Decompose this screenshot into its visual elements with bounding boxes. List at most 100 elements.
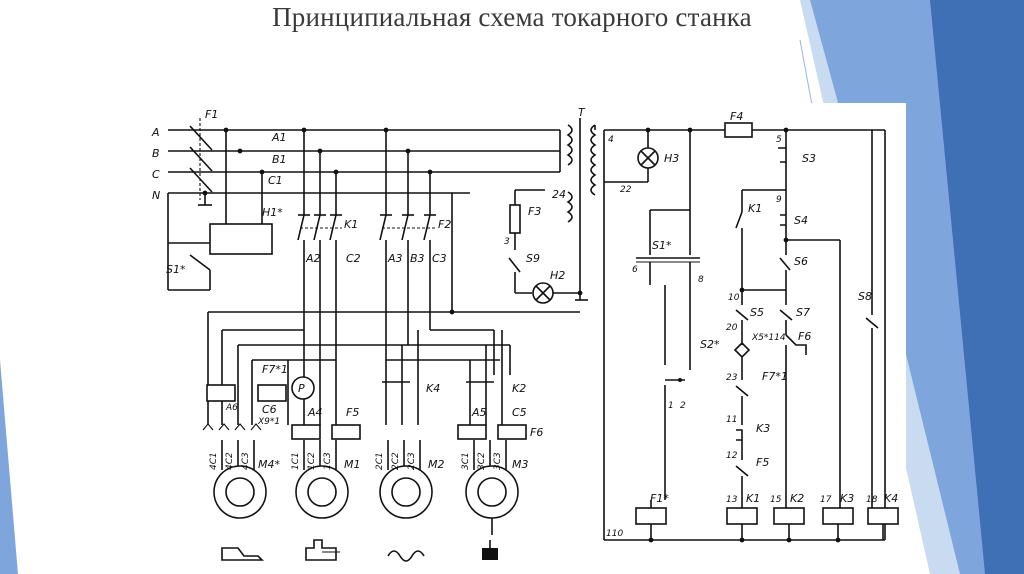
contactor-k2-power [379,130,436,360]
schematic-sheet [140,103,906,574]
label-c6: C6 [262,403,277,416]
label-1c1: 1C1 [291,452,301,470]
label-20: 20 [726,323,738,333]
label-f7-ctrl: F7*1 [762,370,788,383]
label-6: 6 [632,265,638,275]
label-a6: A6 [225,403,238,413]
label-b3: B3 [410,252,425,265]
motor-distribution [207,193,580,425]
wave-icon [387,550,425,562]
label-a5: A5 [471,406,487,419]
motor-leads [221,440,507,535]
label-b1: B1 [272,153,287,166]
label-phase-a: A [151,126,160,139]
label-h1: H1* [262,206,283,219]
label-1c3: 1C3 [323,452,333,470]
label-f4: F4 [730,110,743,123]
label-2c3: 2C3 [407,452,417,470]
label-k2-coil: K2 [790,492,804,505]
label-s5: S5 [750,306,764,319]
control-chain-right [648,130,899,543]
label-s1-left: S1* [166,263,186,276]
label-f3: F3 [528,205,541,218]
label-f1: F1 [205,108,218,121]
label-k1-coil: K1 [746,492,760,505]
label-15: 15 [770,495,782,505]
label-4c2: 4C2 [225,452,235,470]
label-k4-coil: K4 [884,492,898,505]
label-k1-ctrl: K1 [748,202,762,215]
label-k4-top: K4 [426,382,440,395]
label-3c2: 3C2 [477,452,487,470]
contactor-k1-power [297,127,342,360]
switch-s1-control [635,130,700,540]
label-4c3: 4C3 [241,452,251,470]
label-k3-coil: K3 [840,492,854,505]
motor-m4 [213,465,267,519]
motor-m1 [295,465,349,519]
label-c3: C3 [432,252,447,265]
label-12: 12 [726,451,738,461]
label-3: 3 [504,237,510,247]
label-10: 10 [728,293,740,303]
label-t: T [578,106,586,119]
label-s8: S8 [858,290,872,303]
label-s4: S4 [794,214,808,227]
relay-boxes [202,376,527,440]
label-3c3: 3C3 [493,452,503,470]
label-m2: M2 [428,458,445,471]
label-17: 17 [820,495,832,505]
label-x5: X5*114 [751,333,786,343]
label-a1: A1 [271,131,287,144]
motor-m2 [379,465,433,519]
decor-left-strip [0,360,18,574]
label-neutral: N [152,189,160,202]
label-phase-b: B [152,147,160,160]
label-k3-ctrl: K3 [756,422,770,435]
label-f2: F2 [438,218,451,231]
label-m1: M1 [344,458,361,471]
tool-post-icon [221,547,264,561]
label-2c2: 2C2 [391,452,401,470]
supply-lines [168,118,561,200]
label-s3: S3 [802,152,816,165]
label-s9: S9 [526,252,540,265]
decor-thin-line [799,39,813,106]
label-h3: H3 [664,152,679,165]
label-s6: S6 [794,255,808,268]
label-c2: C2 [346,252,361,265]
schematic-labels: A B C N F1 A1 B1 C1 H1* S1* K1 F2 A2 C2 … [151,106,898,539]
label-m3: M3 [512,458,529,471]
label-22: 22 [620,185,632,195]
label-24: 24 [552,188,566,201]
coolant-pump-icon [482,540,498,560]
label-13: 13 [726,495,738,505]
page-title: Принципиальная схема токарного станка [272,2,752,32]
left-control-block [167,130,273,291]
label-f1-coil: F1* [650,492,669,505]
label-8: 8 [698,275,704,285]
label-1: 1 [668,401,674,411]
label-c1: C1 [268,174,283,187]
label-f5-mid: F5 [346,406,359,419]
label-f6-mid: F6 [530,426,543,439]
label-2: 2 [680,401,686,411]
label-3c1: 3C1 [461,452,471,470]
control-chain-main [726,130,840,540]
label-x9: X9*1 [257,417,280,427]
label-h2: H2 [550,269,565,282]
label-k2-top: K2 [512,382,526,395]
label-4c1: 4C1 [209,452,219,470]
lamp-h2-circuit [508,189,588,304]
clamp-icon [305,539,340,561]
label-f5-ctrl: F5 [756,456,769,469]
label-s2: S2* [700,338,720,351]
label-s7: S7 [796,306,810,319]
label-m4: M4* [258,458,280,471]
label-f6-ctrl: F6 [798,330,811,343]
label-18: 18 [866,495,878,505]
label-110: 110 [606,529,623,539]
label-1c2: 1C2 [307,452,317,470]
label-4: 4 [608,135,614,145]
